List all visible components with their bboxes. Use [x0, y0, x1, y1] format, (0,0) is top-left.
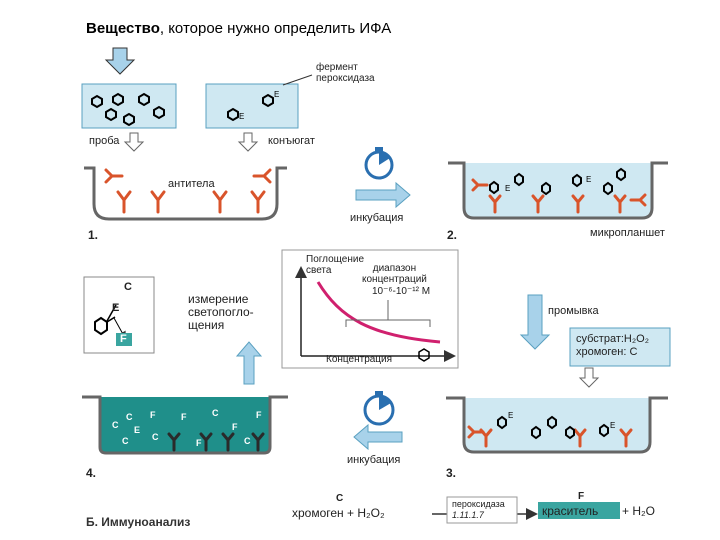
- graph-range-title: диапазон концентраций: [362, 263, 427, 285]
- graph-xlabel: Концентрация: [326, 354, 393, 365]
- svg-text:E: E: [610, 421, 615, 430]
- wash-down-arrow: [519, 294, 551, 350]
- bound-molecules-well-3: [497, 415, 609, 440]
- svg-text:C: C: [122, 436, 129, 446]
- washing-label: промывка: [548, 305, 599, 317]
- antibodies-well-1: [104, 168, 272, 214]
- absorbance-curve: [316, 281, 441, 344]
- reaction-chromogen: хромоген + H₂O₂: [292, 506, 385, 520]
- well-2: [448, 161, 668, 220]
- reaction-dye: краситель: [542, 504, 599, 518]
- svg-text:F: F: [150, 410, 156, 420]
- reaction-enzyme-name: пероксидаза: [452, 499, 505, 509]
- conjugate-label: конъюгат: [268, 135, 315, 147]
- svg-text:E: E: [274, 90, 279, 99]
- incubation-left-arrow: [353, 423, 403, 451]
- antibodies-label: антитела: [168, 178, 215, 190]
- svg-text:C: C: [112, 420, 119, 430]
- sample-down-arrow: [123, 132, 145, 152]
- legend-c: C: [124, 281, 132, 293]
- svg-text:F: F: [196, 438, 202, 448]
- sample-label: проба: [89, 135, 120, 147]
- substrate-down-arrow: [578, 367, 600, 388]
- svg-text:E: E: [239, 112, 244, 121]
- conjugate-molecules: [227, 93, 274, 122]
- svg-text:C: C: [244, 436, 251, 446]
- reaction-enzyme-code: 1.11.1.7: [452, 510, 484, 520]
- enzyme-label-box: [446, 496, 518, 524]
- svg-text:C: C: [212, 408, 219, 418]
- timer-icon-top: [364, 147, 394, 180]
- step-3: 3.: [446, 466, 457, 480]
- substrate-box: [569, 327, 671, 367]
- step-1: 1.: [88, 228, 99, 242]
- antibodies-well-2: [471, 178, 647, 214]
- step-4: 4.: [86, 466, 97, 480]
- incubation-right-arrow: [355, 181, 411, 209]
- svg-text:F: F: [181, 412, 187, 422]
- svg-text:E: E: [505, 184, 510, 193]
- well-4: [82, 395, 288, 455]
- svg-text:F: F: [232, 422, 238, 432]
- graph-ylabel: Поглощение света: [306, 254, 365, 276]
- footer-caption: Б. Иммуноанализ: [86, 515, 191, 529]
- bound-molecules-well-2: [489, 167, 626, 196]
- graph-range-value: 10⁻⁶-10⁻¹² М: [372, 286, 431, 297]
- page-title: Вещество, которое нужно определить ИФА: [86, 20, 392, 37]
- step-2: 2.: [447, 228, 458, 242]
- timer-icon-bottom: [363, 391, 395, 426]
- reaction-product: + H₂O: [622, 504, 655, 518]
- conjugate-down-arrow: [237, 132, 259, 152]
- svg-text:F: F: [256, 410, 262, 420]
- svg-text:E: E: [508, 411, 513, 420]
- legend-e: E: [112, 302, 120, 314]
- antibodies-well-3: [467, 425, 633, 448]
- antibodies-well-4: [167, 432, 265, 452]
- microplate-label: микропланшет: [590, 227, 665, 239]
- analyte-hexagons: [91, 92, 165, 127]
- substrate-label: субстрат:H₂O₂ хромоген: C: [576, 333, 649, 358]
- reaction-c-letter: C: [336, 493, 344, 504]
- svg-text:C: C: [152, 432, 159, 442]
- svg-text:E: E: [134, 425, 140, 435]
- dye-highlight: [538, 502, 620, 519]
- incubation-top-label: инкубация: [350, 212, 404, 224]
- measurement-label: измерение светопогло- щения: [188, 292, 254, 332]
- legend-f: F: [120, 333, 127, 345]
- svg-text:C: C: [126, 412, 133, 422]
- incubation-bottom-label: инкубация: [347, 454, 401, 466]
- graph-box: [281, 249, 459, 369]
- measurement-up-arrow: [235, 341, 263, 385]
- well-1: [84, 166, 287, 221]
- svg-text:E: E: [586, 175, 591, 184]
- enzyme-label: фермент пероксидаза: [316, 62, 375, 84]
- title-down-arrow: [104, 47, 136, 75]
- reaction-f-letter: F: [578, 491, 585, 502]
- conjugate-box: [205, 83, 299, 129]
